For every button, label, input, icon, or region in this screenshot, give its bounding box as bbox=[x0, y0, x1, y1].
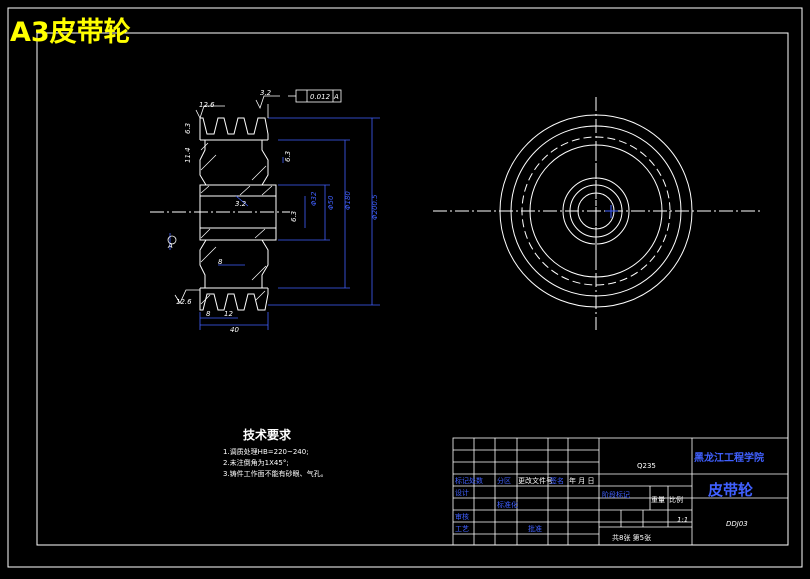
dim-bore: Φ32 bbox=[310, 191, 318, 206]
rev-date: 年 月 日 bbox=[569, 476, 594, 485]
dim-hub-roughness: 3.2 bbox=[235, 200, 247, 208]
title-block bbox=[452, 437, 789, 546]
dim-hub-dia: Φ50 bbox=[327, 195, 335, 210]
standard-label: 标准化 bbox=[497, 500, 518, 509]
side-keyway bbox=[605, 205, 618, 218]
dim-datum: A bbox=[167, 242, 173, 250]
dim-bottom-left: 12.6 bbox=[176, 298, 192, 306]
front-section-view bbox=[150, 117, 290, 311]
weight-label: 重量 bbox=[651, 496, 665, 504]
front-dim-texts: 12.6 3.2 0.012 A 6.3 11.4 6.3 3.2 Φ32 Φ5… bbox=[167, 89, 379, 334]
rev-zone: 分区 bbox=[497, 476, 511, 485]
tech-requirements-title: 技术要求 bbox=[243, 428, 292, 442]
dim-bore-roughness: 6.3 bbox=[290, 211, 298, 222]
dim-total-width: 40 bbox=[230, 326, 239, 334]
dim-roughness-top: 3.2 bbox=[260, 89, 272, 97]
dim-inner-roughness: 6.3 bbox=[284, 151, 292, 162]
process-label: 工艺 bbox=[455, 525, 469, 533]
part-name: 皮带轮 bbox=[708, 481, 753, 499]
top-grooves bbox=[200, 117, 269, 140]
material-label: Q235 bbox=[637, 462, 656, 470]
sheet-label: A3皮带轮 bbox=[10, 17, 131, 48]
dim-left-upper: 6.3 bbox=[184, 123, 192, 134]
front-dimensions bbox=[169, 117, 380, 330]
tech-requirements-list: 1.调质处理HB=220~240; 2.未注倒角为1X45°; 3.铸件工作面不… bbox=[223, 447, 328, 480]
dim-outer-dia: Φ180 bbox=[344, 191, 352, 210]
dim-groove-w: 12 bbox=[224, 310, 233, 318]
rev-sign: 签名 bbox=[550, 476, 564, 485]
sheet-count: 共8张 第5张 bbox=[612, 533, 651, 542]
design-label: 设计 bbox=[455, 488, 469, 497]
tech-requirement-item: 3.铸件工作面不能有砂眼、气孔。 bbox=[223, 470, 328, 478]
dim-tolerance-ref: A bbox=[333, 93, 339, 101]
school-name: 黑龙江工程学院 bbox=[694, 451, 764, 464]
title-block-texts: Q235 黑龙江工程学院 皮带轮 DDJ03 1:1 共8张 第5张 阶段标记 … bbox=[455, 451, 764, 542]
dim-b: 8 bbox=[218, 258, 223, 266]
dim-outer-dia-2: Φ200.5 bbox=[371, 194, 379, 220]
tech-requirement-item: 2.未注倒角为1X45°; bbox=[223, 459, 289, 467]
drawing-number: DDJ03 bbox=[726, 520, 748, 528]
review-label: 审核 bbox=[455, 512, 469, 521]
stage-label: 阶段标记 bbox=[602, 490, 630, 499]
side-view bbox=[433, 97, 760, 330]
rev-doc: 更改文件号 bbox=[518, 476, 553, 485]
dim-left-mid: 11.4 bbox=[184, 147, 192, 163]
approve-label: 批准 bbox=[528, 524, 542, 533]
dim-top-width: 12.6 bbox=[199, 101, 215, 109]
roughness-symbols bbox=[167, 89, 342, 304]
tech-requirement-item: 1.调质处理HB=220~240; bbox=[223, 448, 309, 456]
ratio-label: 比例 bbox=[669, 495, 683, 504]
rev-mark: 标记处数 bbox=[455, 476, 483, 485]
dim-tolerance: 0.012 bbox=[310, 93, 331, 101]
scale-value: 1:1 bbox=[677, 516, 688, 524]
dim-groove-pitch: 8 bbox=[206, 310, 211, 318]
inner-frame bbox=[36, 32, 789, 546]
outer-frame bbox=[7, 7, 803, 568]
